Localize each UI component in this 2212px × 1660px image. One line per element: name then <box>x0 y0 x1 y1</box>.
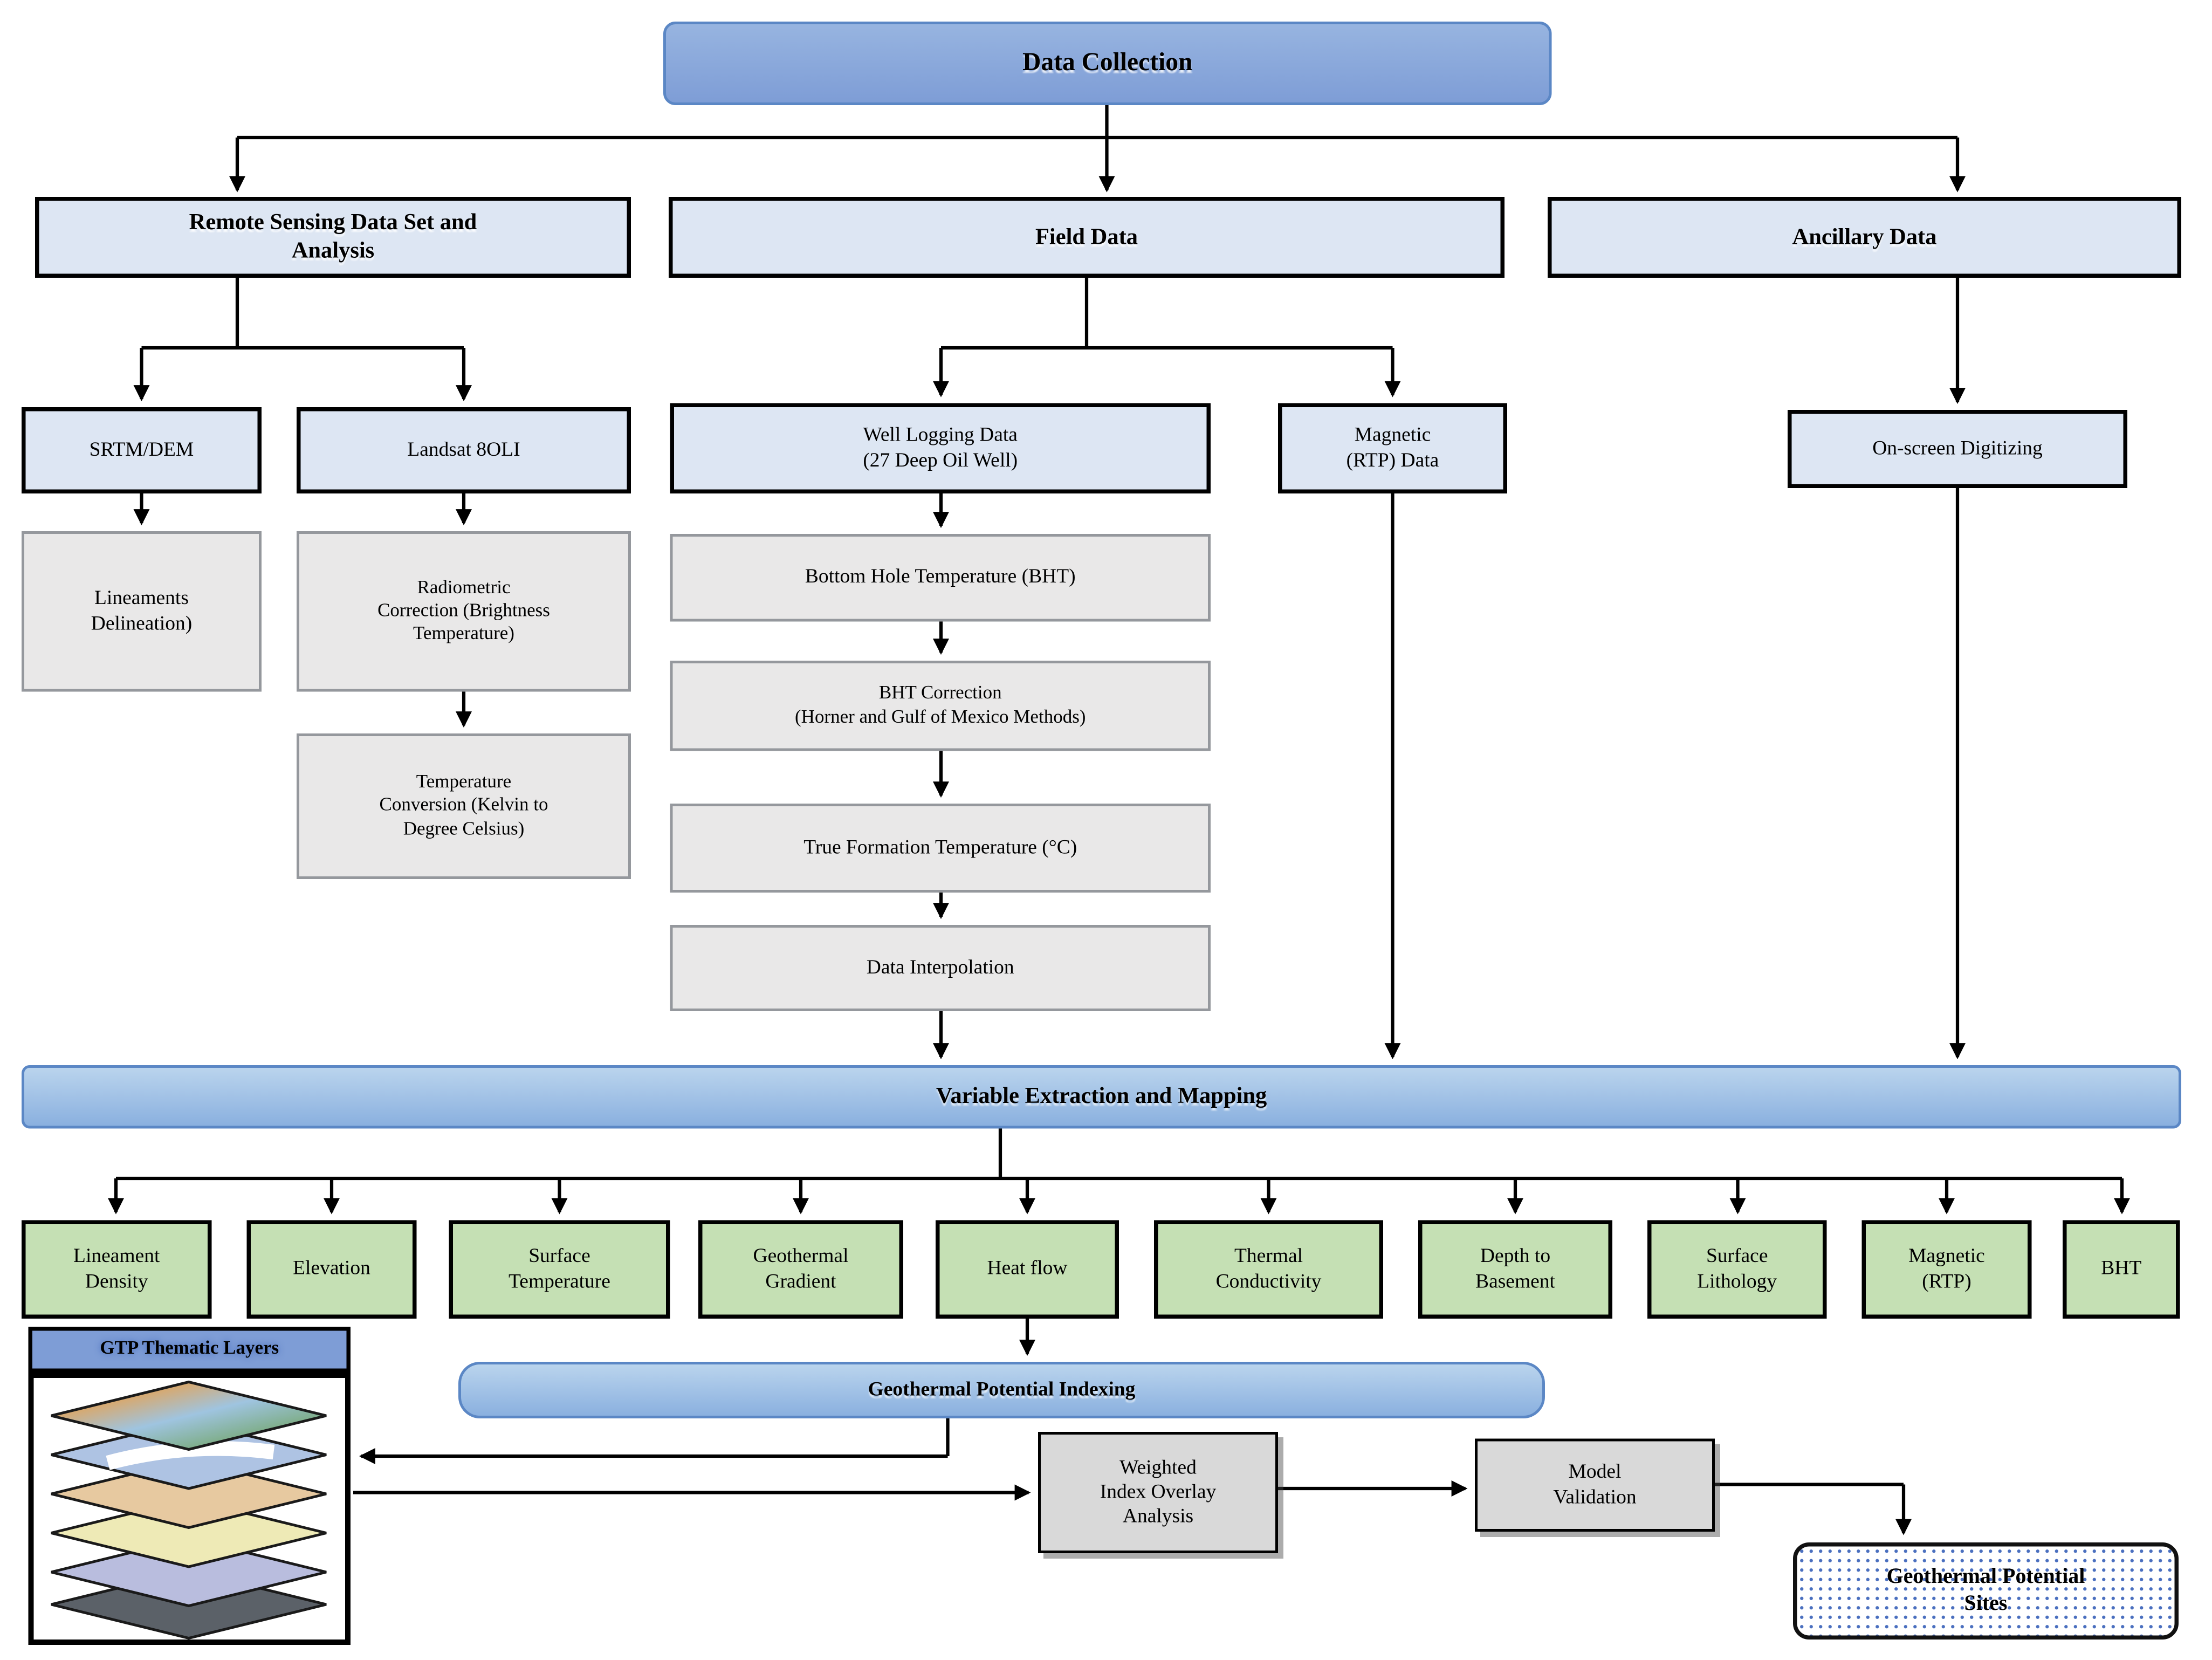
map-layer-1 <box>51 1380 327 1451</box>
node-landsat-8oli: Landsat 8OLI <box>297 407 631 493</box>
node-variable-extraction-mapping: Variable Extraction and Mapping <box>22 1065 2181 1129</box>
node-magnetic-rtp-data: Magnetic (RTP) Data <box>1278 403 1507 493</box>
node-remote-sensing: Remote Sensing Data Set and Analysis <box>35 197 631 278</box>
node-srtm-dem: SRTM/DEM <box>22 407 262 493</box>
node-data-interpolation: Data Interpolation <box>670 925 1211 1011</box>
node-model-validation: Model Validation <box>1475 1438 1715 1532</box>
variable-bht: BHT <box>2063 1220 2180 1319</box>
node-weighted-index-overlay-analysis: Weighted Index Overlay Analysis <box>1038 1432 1278 1553</box>
node-well-logging-data: Well Logging Data (27 Deep Oil Well) <box>670 403 1211 493</box>
node-ancillary-data: Ancillary Data <box>1548 197 2181 278</box>
variable-geothermal-gradient: Geothermal Gradient <box>698 1220 903 1319</box>
node-lineaments-delineation: Lineaments Delineation) <box>22 531 262 692</box>
node-data-collection: Data Collection <box>663 22 1552 105</box>
gtp-thematic-layers-label: GTP Thematic Layers <box>28 1327 351 1373</box>
variable-heat-flow: Heat flow <box>936 1220 1119 1319</box>
variable-surface-temperature: Surface Temperature <box>449 1220 670 1319</box>
node-bht-correction: BHT Correction (Horner and Gulf of Mexic… <box>670 661 1211 751</box>
variable-depth-to-basement: Depth to Basement <box>1418 1220 1612 1319</box>
node-bottom-hole-temperature: Bottom Hole Temperature (BHT) <box>670 534 1211 622</box>
variable-thermal-conductivity: Thermal Conductivity <box>1154 1220 1383 1319</box>
variable-magnetic-rtp: Magnetic (RTP) <box>1861 1220 2032 1319</box>
node-field-data: Field Data <box>669 197 1505 278</box>
node-geothermal-potential-indexing: Geothermal Potential Indexing <box>458 1362 1545 1418</box>
variable-surface-lithology: Surface Lithology <box>1647 1220 1827 1319</box>
node-true-formation-temperature: True Formation Temperature (°C) <box>670 804 1211 893</box>
gtp-thematic-layers-image <box>28 1373 351 1645</box>
variable-lineament-density: Lineament Density <box>22 1220 212 1319</box>
node-temperature-conversion: Temperature Conversion (Kelvin to Degree… <box>297 733 631 879</box>
node-radiometric-correction: Radiometric Correction (Brightness Tempe… <box>297 531 631 692</box>
node-onscreen-digitizing: On-screen Digitizing <box>1788 410 2127 488</box>
stacked-map-layers-illustration <box>51 1380 327 1640</box>
variable-elevation: Elevation <box>246 1220 417 1319</box>
node-geothermal-potential-sites: Geothermal Potential Sites <box>1793 1542 2179 1640</box>
